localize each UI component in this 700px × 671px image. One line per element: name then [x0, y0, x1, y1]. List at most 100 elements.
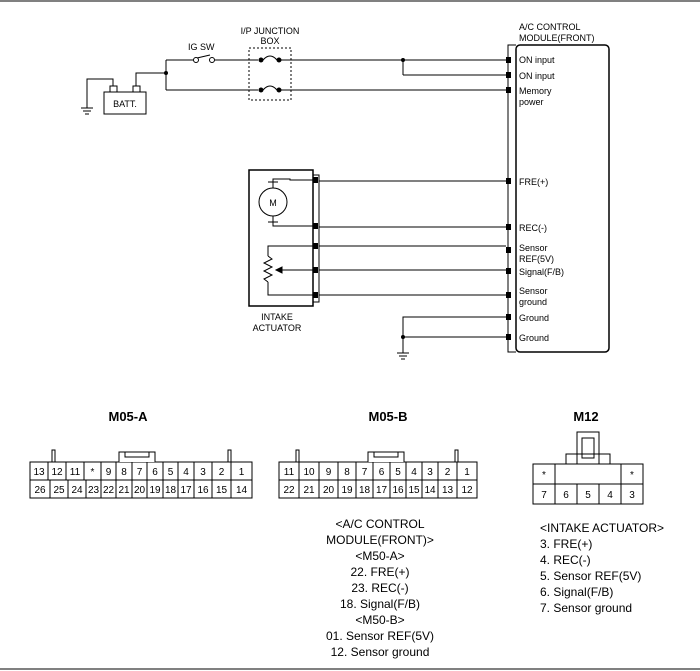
pin-number: 23 — [88, 485, 100, 496]
pin-number: 3 — [200, 467, 206, 478]
pin-number: 15 — [408, 485, 420, 496]
junction-box — [248, 47, 292, 101]
connector-latch — [227, 449, 232, 463]
note-line: 5. Sensor REF(5V) — [540, 569, 642, 583]
pin-memory-power-1: Memory — [519, 86, 552, 96]
motor-label: M — [269, 198, 277, 208]
pin-number: 5 — [168, 467, 174, 478]
pin-number: 18 — [359, 485, 371, 496]
pin-rec: REC(-) — [519, 223, 547, 233]
note-line: 23. REC(-) — [351, 581, 409, 595]
junction-dot — [401, 58, 405, 62]
pin-number: 21 — [303, 485, 315, 496]
pin-number: 13 — [33, 467, 45, 478]
pin-number: 8 — [344, 467, 350, 478]
pin-number: 17 — [376, 485, 388, 496]
pin-number: * — [630, 470, 634, 481]
pin-memory-power-2: power — [519, 97, 544, 107]
pin-number: 14 — [236, 485, 248, 496]
pin-number: 12 — [461, 485, 473, 496]
pin-sensor-ref-1: Sensor — [519, 243, 548, 253]
pin-number: 1 — [239, 467, 245, 478]
pin-number: 25 — [53, 485, 65, 496]
actuator-label-1: INTAKE — [261, 312, 293, 322]
pin-number: 4 — [411, 467, 417, 478]
ig-sw-label: IG SW — [188, 42, 215, 52]
pin-number: * — [91, 467, 95, 478]
pin-number: 19 — [149, 485, 161, 496]
pin-ground-2: Ground — [519, 333, 549, 343]
note-line: 4. REC(-) — [540, 553, 591, 567]
connector-latch — [454, 449, 459, 463]
ac-control-module — [506, 44, 610, 353]
note-line: 6. Signal(F/B) — [540, 585, 614, 599]
pin-number: 9 — [106, 467, 112, 478]
pin-number: 6 — [563, 490, 569, 501]
pin-number: 7 — [137, 467, 143, 478]
pin-number: 18 — [165, 485, 177, 496]
pin-number: 11 — [284, 467, 295, 478]
junction-box-label-2: BOX — [260, 36, 279, 46]
pin-number: 17 — [180, 485, 192, 496]
pin-number: 2 — [219, 467, 225, 478]
note-line: <INTAKE ACTUATOR> — [540, 521, 665, 535]
pin-sensor-ground-2: ground — [519, 297, 547, 307]
pin-number: 20 — [134, 485, 146, 496]
pin-number: 11 — [70, 467, 81, 478]
pin-number: 3 — [427, 467, 433, 478]
pin-number: 1 — [464, 467, 470, 478]
pin-sensor-ref-2: REF(5V) — [519, 254, 554, 264]
pin-number: 16 — [197, 485, 209, 496]
pin-number: 3 — [629, 490, 635, 501]
pin-number: 15 — [216, 485, 228, 496]
pin-sensor-ground-1: Sensor — [519, 286, 548, 296]
junction-box-label-1: I/P JUNCTION — [241, 26, 300, 36]
pin-number: 7 — [541, 490, 547, 501]
pin-number: 24 — [71, 485, 83, 496]
pin-number: 22 — [103, 485, 115, 496]
battery-terminal-pos — [132, 85, 141, 93]
intake-actuator — [248, 169, 506, 360]
note-line: 3. FRE(+) — [540, 537, 593, 551]
note-line: 01. Sensor REF(5V) — [325, 629, 435, 643]
pin-number: 6 — [152, 467, 158, 478]
pin-number: 16 — [392, 485, 404, 496]
pin-number: 14 — [424, 485, 436, 496]
pin-number: 6 — [379, 467, 385, 478]
pin-signal: Signal(F/B) — [519, 267, 564, 277]
module-title-2: MODULE(FRONT) — [519, 33, 595, 43]
note-line: <M50-B> — [355, 613, 405, 627]
pin-number: 5 — [585, 490, 591, 501]
connector-key — [576, 431, 600, 465]
actuator-pin-notes: <INTAKE ACTUATOR> 3. FRE(+) 4. REC(-) 5. Se… — [540, 520, 664, 616]
pin-on-input-2: ON input — [519, 71, 555, 81]
m05a-title: M05-A — [108, 409, 148, 424]
pin-number: 2 — [445, 467, 451, 478]
pin-number: 5 — [395, 467, 401, 478]
pin-number: 4 — [607, 490, 613, 501]
battery-label: BATT. — [113, 99, 137, 109]
note-line: 7. Sensor ground — [540, 601, 633, 615]
pin-number: 22 — [283, 485, 295, 496]
pin-fre: FRE(+) — [519, 177, 548, 187]
note-line: 22. FRE(+) — [350, 565, 410, 579]
pin-number: 12 — [51, 467, 63, 478]
battery-box — [103, 91, 147, 115]
junction-dot — [164, 71, 168, 75]
m12-title: M12 — [573, 409, 598, 424]
battery-terminal-neg — [109, 85, 118, 93]
note-line: MODULE(FRONT)> — [326, 533, 434, 547]
note-line: <M50-A> — [355, 549, 405, 563]
pin-number: 4 — [183, 467, 189, 478]
pin-number: 13 — [442, 485, 454, 496]
m05b-title: M05-B — [368, 409, 407, 424]
pin-number: 7 — [362, 467, 368, 478]
pin-number: 8 — [121, 467, 127, 478]
note-line: 12. Sensor ground — [330, 645, 430, 659]
connector-latch — [51, 449, 56, 463]
